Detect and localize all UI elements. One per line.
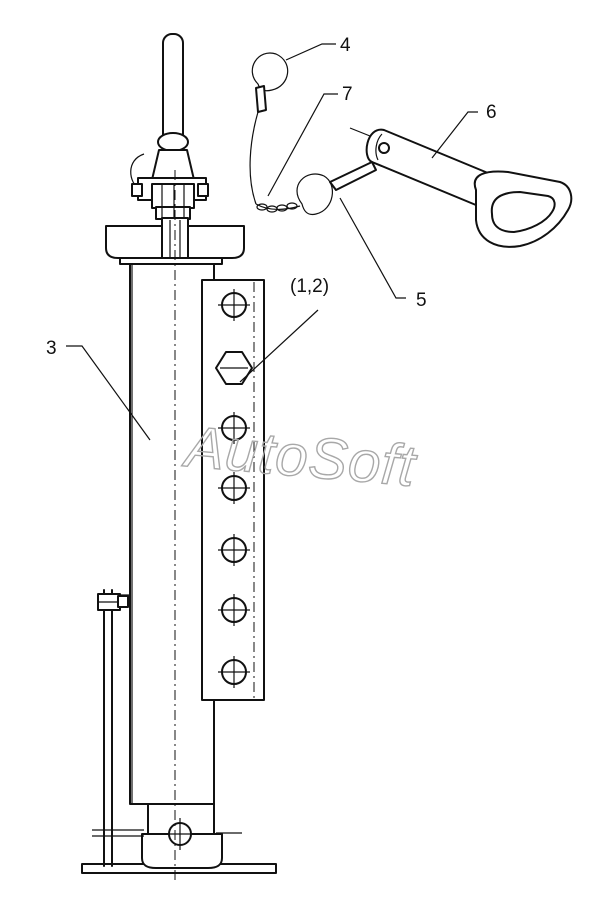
- hole-bar-holes: [215, 289, 253, 688]
- label-part-6: 6: [486, 102, 497, 123]
- hole-bar: [201, 279, 265, 701]
- outer-cylinder: [119, 257, 223, 805]
- handle-shaft: [130, 33, 196, 191]
- part-labels: 4 7 6 5 (1,2) 3: [46, 35, 497, 359]
- chain-links: [256, 202, 298, 213]
- lynch-pin: [296, 161, 377, 216]
- label-part-5: 5: [416, 290, 427, 311]
- label-part-1-2: (1,2): [290, 276, 329, 297]
- leader-lines: [66, 43, 478, 441]
- hitch-pin: [349, 127, 573, 248]
- label-part-7: 7: [342, 84, 353, 105]
- inner-tube: [92, 803, 242, 869]
- label-part-4: 4: [340, 35, 351, 56]
- retaining-chain: [249, 52, 301, 213]
- support-rod: [97, 589, 130, 867]
- label-part-3: 3: [46, 338, 57, 359]
- clamp-block: [131, 177, 209, 220]
